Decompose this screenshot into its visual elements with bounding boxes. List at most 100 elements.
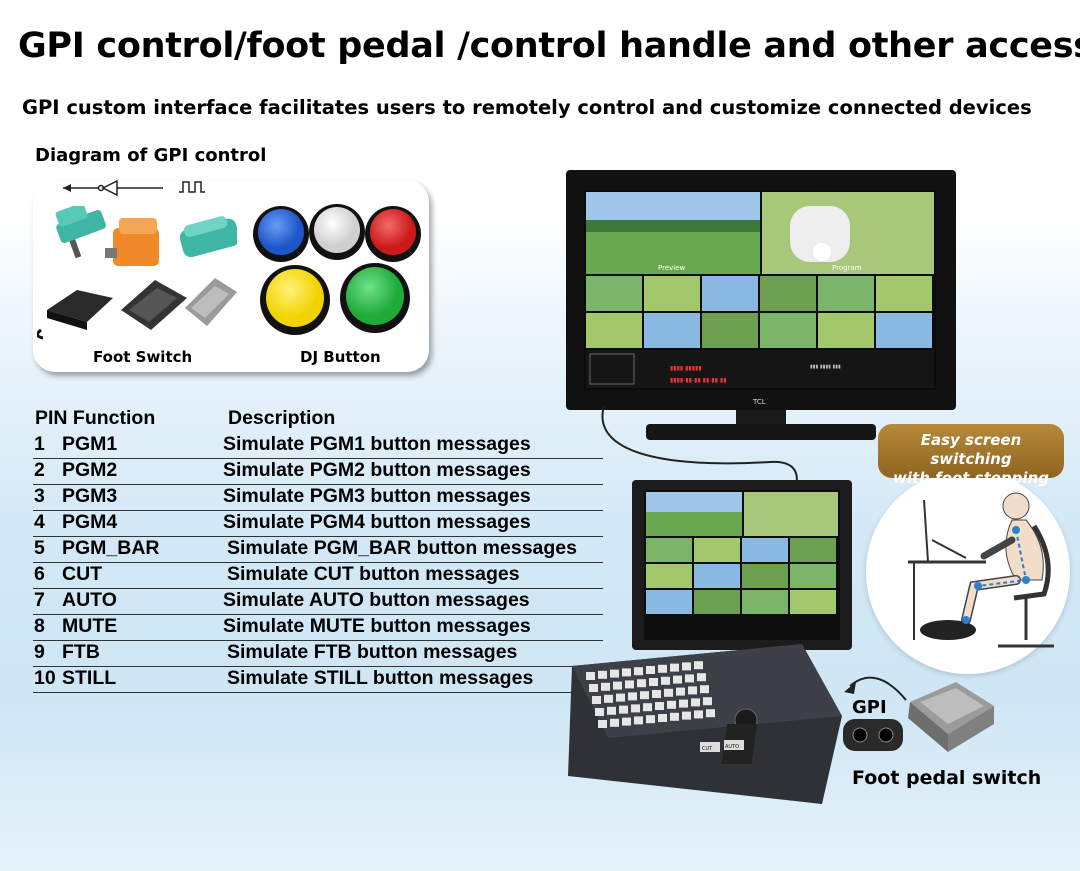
switcher-key <box>700 685 709 694</box>
foot-switch-caption: Foot Switch <box>93 348 193 366</box>
switcher-key <box>595 708 604 716</box>
pin-description: Simulate AUTO button messages <box>223 589 530 611</box>
svg-text:▮▮▮ ▮▮▮▮ ▮▮▮: ▮▮▮ ▮▮▮▮ ▮▮▮ <box>810 364 841 370</box>
pin-function: PGM_BAR <box>62 537 160 559</box>
switcher-key <box>682 711 691 720</box>
switcher-key <box>622 717 631 726</box>
switcher-key <box>697 673 706 682</box>
switcher-key <box>631 704 640 713</box>
preview-label: Preview <box>658 264 686 272</box>
switcher-key <box>685 674 694 683</box>
diagram-label: Diagram of GPI control <box>35 145 267 166</box>
switcher-key <box>688 686 697 695</box>
camera-thumbnail <box>694 590 740 614</box>
bubble-line-1: Easy screen switching <box>920 431 1022 468</box>
foot-pedal-label: Foot pedal switch <box>852 767 1042 789</box>
pin-description: Simulate FTB button messages <box>227 641 518 663</box>
switcher-key <box>652 690 661 698</box>
switcher-key <box>646 666 655 674</box>
pin-number: 7 <box>34 589 45 611</box>
camera-thumbnail <box>702 313 758 348</box>
camera-thumbnail <box>644 276 700 311</box>
pin-number: 5 <box>34 537 45 559</box>
switcher-key <box>628 692 637 701</box>
camera-thumbnail <box>790 590 836 614</box>
page-title: GPI control/foot pedal /control handle a… <box>18 26 1080 66</box>
table-row: 7 AUTO Simulate AUTO button messages <box>33 588 603 615</box>
switcher-key <box>658 664 667 673</box>
dj-button-image <box>253 204 421 335</box>
camera-thumbnail <box>702 276 758 311</box>
switcher-key <box>613 681 622 690</box>
foot-switch-image <box>37 206 237 340</box>
pin-number: 1 <box>34 433 45 455</box>
pin-function: MUTE <box>62 615 118 637</box>
page-subtitle: GPI custom interface facilitates users t… <box>22 96 1032 119</box>
switcher-key <box>694 661 703 670</box>
switcher-key <box>670 712 679 721</box>
pin-function: STILL <box>62 667 117 689</box>
switcher-key <box>643 703 652 712</box>
camera-thumbnail <box>646 590 692 614</box>
switcher-key <box>694 710 703 719</box>
camera-thumbnail <box>760 276 816 311</box>
switcher-key <box>682 662 691 671</box>
program-monitor-image: Preview Program ▮▮▮▮ ▮▮▮▮▮ ▮▮▮▮-▮▮-▮▮ ▮▮… <box>566 170 956 440</box>
switcher-key <box>622 668 631 677</box>
camera-thumbnail <box>876 276 932 311</box>
switcher-key <box>592 696 601 704</box>
pin-description: Simulate PGM1 button messages <box>223 433 531 455</box>
switcher-key <box>679 699 688 708</box>
desc-header: Description <box>228 407 336 429</box>
switcher-key <box>619 705 628 714</box>
camera-thumbnail <box>646 538 692 562</box>
pin-function: AUTO <box>62 589 117 611</box>
switcher-key <box>646 715 655 724</box>
pin-number: 3 <box>34 485 45 507</box>
switcher-key <box>601 682 610 691</box>
pin-function: FTB <box>62 641 100 663</box>
table-row: 5 PGM_BAR Simulate PGM_BAR button messages <box>33 536 603 563</box>
camera-thumbnail <box>646 564 692 588</box>
pin-function: CUT <box>62 563 103 585</box>
diagram-panel: Foot Switch DJ Button <box>33 179 429 372</box>
camera-thumbnail <box>760 313 816 348</box>
camera-thumbnail <box>742 564 788 588</box>
camera-thumbnail <box>818 276 874 311</box>
switcher-key <box>637 679 646 688</box>
pin-number: 2 <box>34 459 45 481</box>
camera-thumbnail <box>586 276 642 311</box>
pin-description: Simulate PGM4 button messages <box>223 511 531 533</box>
switcher-key <box>589 684 598 692</box>
switcher-key <box>658 714 667 722</box>
pin-number: 9 <box>34 641 45 663</box>
switcher-key <box>634 667 643 676</box>
camera-thumbnail <box>644 313 700 348</box>
switcher-key <box>640 691 649 700</box>
switcher-key <box>655 702 664 710</box>
pin-description: Simulate PGM2 button messages <box>223 459 531 481</box>
table-row: 9 FTB Simulate FTB button messages <box>33 640 603 667</box>
pin-description: Simulate PGM_BAR button messages <box>227 537 577 559</box>
monitor-brand: TCL <box>752 398 766 406</box>
svg-text:▮▮▮▮-▮▮-▮▮ ▮▮:▮▮:▮▮: ▮▮▮▮-▮▮-▮▮ ▮▮:▮▮:▮▮ <box>670 377 727 384</box>
pin-description: Simulate MUTE button messages <box>223 615 531 637</box>
switcher-key <box>604 694 613 703</box>
bubble-line-2: with foot stepping <box>893 469 1049 487</box>
switcher-key <box>676 687 685 696</box>
switcher-key <box>670 663 679 672</box>
camera-thumbnail <box>790 564 836 588</box>
dj-button-caption: DJ Button <box>300 348 381 366</box>
switcher-key <box>691 698 700 707</box>
switcher-key <box>703 697 712 706</box>
pin-function: PGM3 <box>62 485 118 507</box>
switcher-key <box>673 675 682 684</box>
cable-line <box>601 405 798 499</box>
program-label: Program <box>832 264 862 272</box>
signal-symbol-icon <box>63 179 205 197</box>
